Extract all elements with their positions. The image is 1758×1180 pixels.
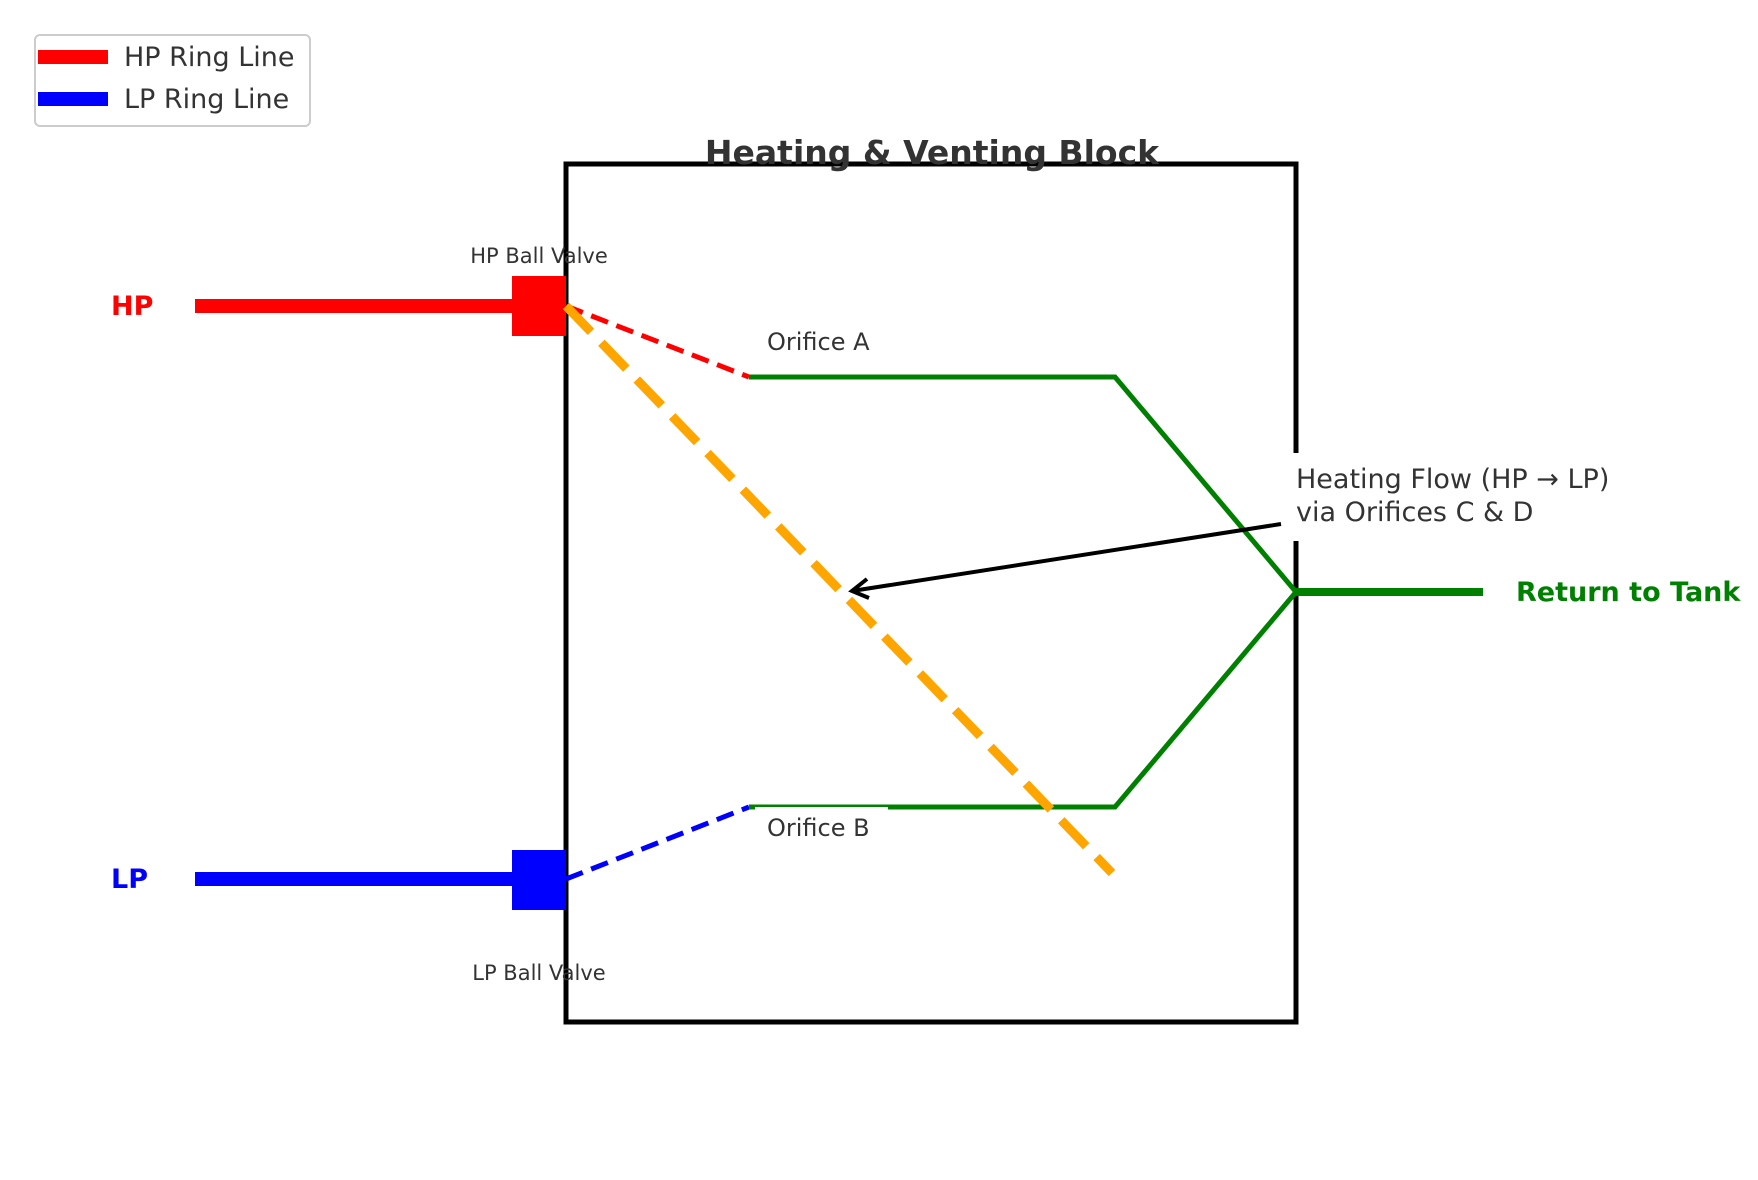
orifice-a-label: Orifice A: [767, 328, 870, 356]
annotation-backdrop: [1291, 453, 1641, 541]
orifice-b-return-path: [749, 590, 1298, 810]
legend-label-lp: LP Ring Line: [124, 84, 289, 115]
orifice-b-label: Orifice B: [767, 814, 870, 842]
return-to-tank-label: Return to Tank: [1516, 577, 1741, 608]
lp-ball-valve: [512, 850, 566, 910]
heating-venting-block: [563, 161, 1299, 1025]
block-title: Heating & Venting Block: [705, 133, 1160, 172]
annotation-arrowhead: [848, 577, 870, 600]
legend: HP Ring Line LP Ring Line: [34, 34, 311, 127]
hp-ball-valve-label: HP Ball Valve: [470, 244, 608, 268]
orifice-b-label-backdrop: [755, 807, 888, 843]
annotation-arrow: [851, 522, 1282, 593]
orifice-a-return-path: [749, 374, 1298, 594]
lp-ball-valve-label: LP Ball Valve: [472, 961, 605, 985]
annotation-line-1: Heating Flow (HP → LP): [1296, 464, 1609, 495]
hp-ball-valve: [512, 276, 566, 336]
hp-to-orifice-a-dashed: [565, 303, 750, 380]
lp-to-orifice-b-dashed: [565, 804, 750, 882]
legend-label-hp: HP Ring Line: [124, 42, 295, 73]
lp-inlet-label: LP: [111, 864, 148, 895]
heating-flow-line: [562, 302, 1116, 877]
hp-inlet-label: HP: [111, 291, 153, 322]
annotation-line-2: via Orifices C & D: [1296, 497, 1533, 528]
